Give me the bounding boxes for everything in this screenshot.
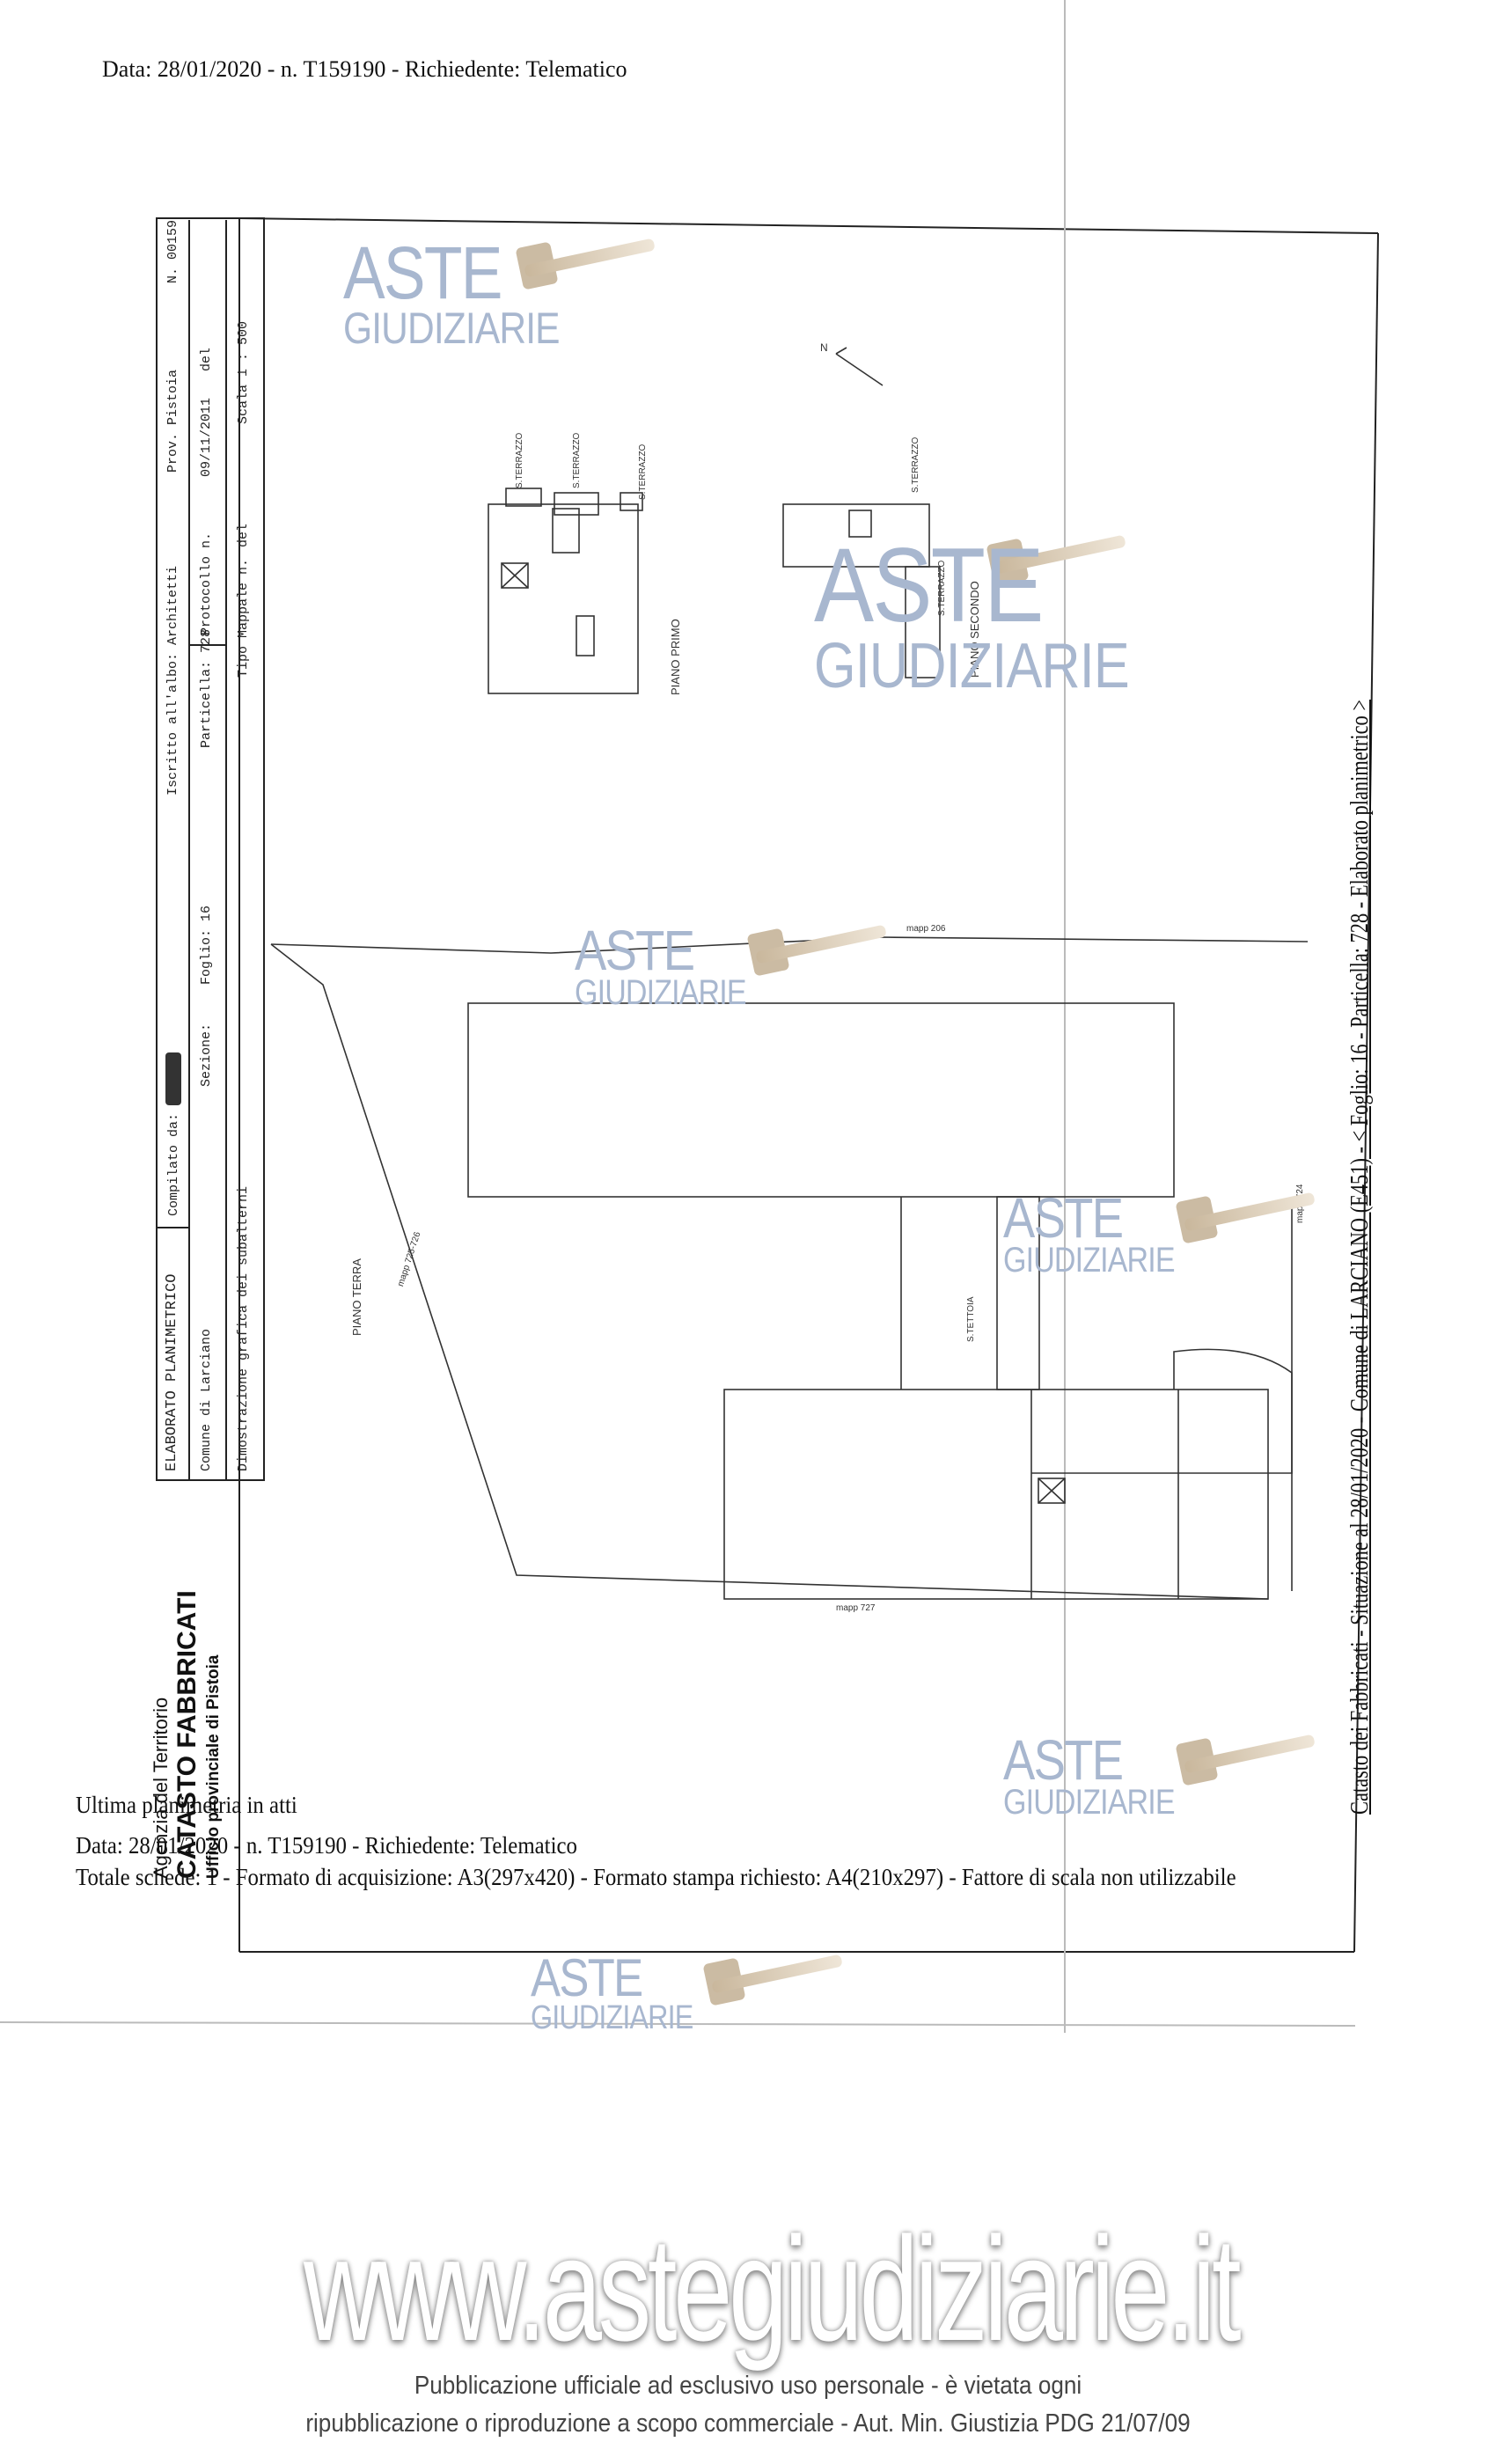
tipo-mappale: Tipo Mappale n. bbox=[236, 558, 251, 678]
tipo-mappale-del: del bbox=[236, 523, 251, 547]
ultima-planimetria: Ultima planimetria in atti bbox=[76, 1792, 297, 1818]
label-mapp-727: mapp 727 bbox=[836, 1603, 876, 1613]
iscritto: Iscritto all'albo: Architetti bbox=[165, 565, 180, 796]
protocollo: Protocollo n. bbox=[199, 532, 214, 635]
north-label: N bbox=[820, 341, 828, 354]
label-terrazzo-2: S.TERRAZZO bbox=[572, 432, 582, 488]
north-arrow bbox=[835, 353, 884, 386]
label-mapp-206: mapp 206 bbox=[906, 924, 946, 934]
protocollo-del: del bbox=[199, 347, 214, 371]
provincia: Prov. Pistoia bbox=[165, 369, 180, 473]
piano-primo-outline bbox=[488, 503, 639, 694]
label-piano-terra: PIANO TERRA bbox=[350, 1258, 363, 1336]
protocollo-date: 09/11/2011 bbox=[199, 397, 214, 477]
label-terrazzo-4: S.TERRAZZO bbox=[911, 436, 920, 493]
title-block: ELABORATO PLANIMETRICO Compilato da: Isc… bbox=[157, 220, 262, 1480]
comune: Comune di Larciano bbox=[199, 1328, 214, 1471]
disclaimer-line-1: Pubblicazione ufficiale ad esclusivo uso… bbox=[414, 2372, 1082, 2400]
sezione: Sezione: bbox=[199, 1023, 214, 1087]
dimostrazione: Dimostrazione grafica dei subalterni bbox=[236, 1185, 251, 1471]
scan-edge-line bbox=[0, 2021, 1356, 2027]
piano-terra-block-lower bbox=[723, 1389, 1269, 1600]
label-tettoia: S.TETTOIA bbox=[966, 1296, 976, 1343]
frame-top bbox=[238, 217, 1379, 234]
redaction bbox=[165, 1052, 181, 1105]
label-terrazzo-1: S.TERRAZZO bbox=[515, 432, 524, 488]
piano-terra-block-upper bbox=[467, 1002, 1175, 1198]
label-terrazzo-3: S.TERRAZZO bbox=[638, 444, 648, 500]
label-piano-primo: PIANO PRIMO bbox=[669, 619, 682, 695]
compilato-label: Compilato da: bbox=[165, 1052, 181, 1216]
piano-secondo-outline bbox=[782, 503, 930, 568]
title-block-title: ELABORATO PLANIMETRICO bbox=[164, 1273, 180, 1471]
foglio: Foglio: 16 bbox=[199, 905, 214, 985]
disclaimer-line-2: ripubblicazione o riproduzione a scopo c… bbox=[305, 2409, 1191, 2438]
site-watermark: www.astegiudiziarie.it bbox=[304, 2206, 1242, 2372]
frame-right bbox=[1353, 232, 1379, 1953]
piano-terra-boundary bbox=[270, 943, 1269, 1600]
footer-data: Data: 28/01/2020 - n. T159190 - Richiede… bbox=[76, 1832, 577, 1859]
side-caption: Catasto dei Fabbricati - Situazione al 2… bbox=[1346, 700, 1374, 1815]
plan-lines bbox=[270, 347, 1309, 1600]
footer-totale: Totale schede: 1 - Formato di acquisizio… bbox=[76, 1864, 1236, 1890]
document-header: Data: 28/01/2020 - n. T159190 - Richiede… bbox=[102, 56, 627, 82]
scala: Scala 1 : 500 bbox=[236, 320, 251, 424]
piano-terra-boundary-top bbox=[270, 936, 1309, 954]
numero: N. 00159 bbox=[165, 219, 180, 283]
particella: Particella: 728 bbox=[199, 628, 214, 748]
title-block-border bbox=[156, 217, 265, 1481]
